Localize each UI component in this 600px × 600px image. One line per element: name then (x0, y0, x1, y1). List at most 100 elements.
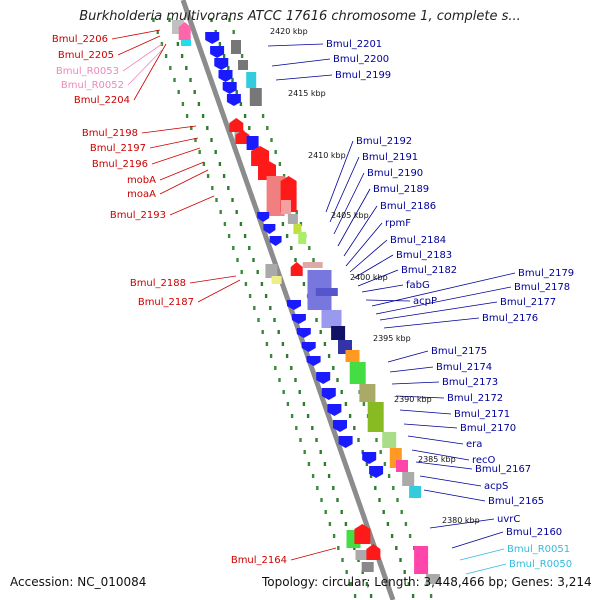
gc-dot (400, 510, 403, 514)
gc-dot (390, 534, 394, 538)
gc-dot (353, 426, 356, 430)
scale-label: 2410 kbp (308, 151, 346, 160)
scale-label: 2385 kbp (418, 455, 456, 464)
gene-label: Bmul_2173 (442, 377, 498, 388)
gc-dot (392, 486, 395, 490)
feature-block (181, 40, 191, 46)
gc-dot (239, 222, 243, 226)
gc-dot (374, 486, 377, 490)
feature-block (315, 288, 338, 296)
gc-dot (312, 258, 315, 262)
gene-label: Bmul_2189 (373, 184, 429, 195)
leader-line (197, 279, 241, 303)
gc-dot (190, 126, 193, 130)
gc-dot (269, 354, 273, 358)
leader-line (415, 461, 473, 470)
gc-dot (232, 30, 235, 34)
gc-dot (219, 210, 222, 214)
gc-dot (243, 114, 247, 118)
gene-arrow-forward (362, 452, 377, 464)
gc-dot (168, 18, 171, 22)
gc-dot (386, 522, 390, 526)
leader-line (325, 140, 354, 213)
leader-line (275, 74, 333, 81)
gene-label: Bmul_2160 (506, 527, 562, 538)
gc-dot (383, 462, 387, 466)
leader-line (122, 43, 163, 72)
gc-dot (164, 54, 168, 58)
gc-dot (323, 462, 327, 466)
feature-block (231, 40, 241, 54)
gene-arrow-forward (369, 466, 384, 478)
leader-line (345, 222, 383, 267)
gene-arrow-forward (287, 300, 301, 310)
gc-dot (337, 546, 340, 550)
feature-block (287, 214, 298, 224)
feature-block (361, 562, 374, 572)
feature-block (345, 350, 360, 362)
gc-dot (240, 270, 243, 274)
gene-arrow-reverse (290, 262, 303, 276)
gc-dot (218, 42, 222, 46)
gc-dot (173, 78, 176, 82)
gc-dot (404, 522, 408, 526)
feature-block (414, 546, 429, 574)
leader-line (399, 409, 452, 415)
gc-dot (365, 462, 369, 466)
leader-line (383, 317, 480, 329)
gc-dot (282, 390, 285, 394)
leader-line (159, 161, 205, 181)
gc-dot (240, 54, 244, 58)
gene-label: Bmul_2182 (401, 265, 457, 276)
scale-label: 2415 kbp (288, 89, 326, 98)
gc-dot (308, 246, 311, 250)
scale-label: 2395 kbp (373, 334, 411, 343)
gene-label: Bmul_R0053 (56, 66, 119, 77)
gc-dot (340, 510, 343, 514)
gene-label: Bmul_2177 (500, 297, 556, 308)
leader-line (117, 35, 161, 56)
gc-dot (256, 270, 259, 274)
gc-dot (429, 594, 433, 598)
gc-dot (201, 114, 205, 118)
leader-line (111, 29, 161, 40)
gc-dot (281, 342, 285, 346)
gc-dot (239, 102, 243, 106)
gc-dot (340, 390, 343, 394)
leader-line (375, 286, 512, 315)
gc-dot (227, 66, 230, 70)
leader-line (389, 366, 434, 373)
gc-dot (189, 78, 192, 82)
gc-dot (379, 450, 382, 454)
gc-dot (319, 330, 322, 334)
gene-label: Bmul_2192 (356, 136, 412, 147)
gene-label: Bmul_2197 (90, 143, 146, 154)
gc-dot (399, 558, 402, 562)
leader-line (379, 301, 498, 321)
leader-line (361, 284, 404, 293)
leader-line (333, 172, 365, 235)
gc-dot (235, 210, 238, 214)
leader-line (290, 547, 337, 561)
scale-label: 2390 kbp (394, 395, 432, 404)
gc-dot (193, 90, 196, 94)
gene-label: Bmul_2187 (138, 297, 194, 308)
gc-dot (244, 282, 248, 286)
leader-line (127, 49, 163, 86)
gene-label: Bmul_R0051 (507, 544, 570, 555)
gc-dot (169, 66, 172, 70)
gene-label: Bmul_2178 (514, 282, 570, 293)
gene-label: Bmul_2198 (82, 128, 138, 139)
leader-line (407, 435, 464, 445)
scale-label: 2400 kbp (350, 273, 388, 282)
leader-line (451, 531, 504, 549)
feature-block (281, 200, 291, 214)
gc-dot (278, 378, 281, 382)
gc-dot (156, 30, 159, 34)
gc-dot (180, 54, 184, 58)
scale-label: 2420 kbp (270, 27, 308, 36)
leader-line (391, 381, 440, 385)
feature-block (359, 384, 376, 402)
